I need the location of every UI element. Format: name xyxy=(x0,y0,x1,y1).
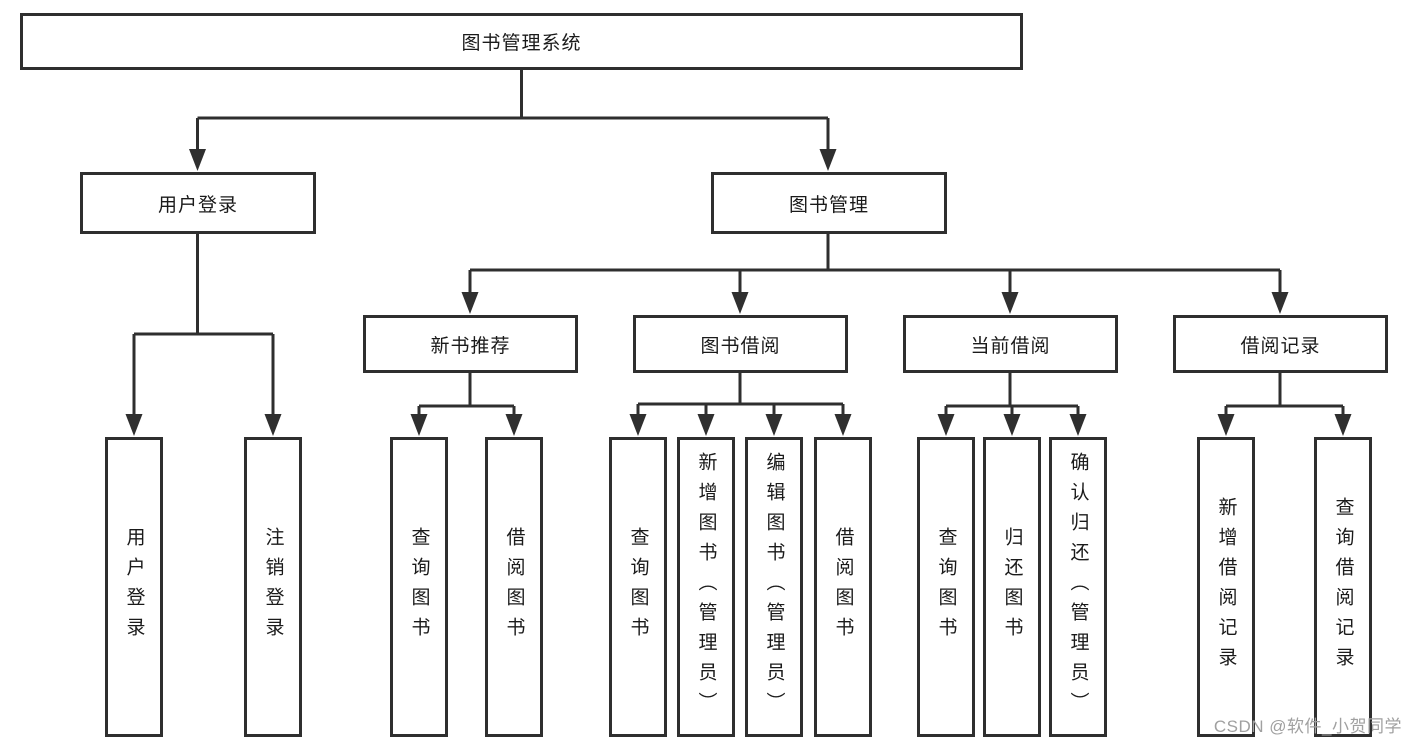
leaf-return-books: 归还图书 xyxy=(983,437,1041,737)
arrowhead-icon xyxy=(1271,292,1289,314)
leaf-query-borrow-record: 查询借阅记录 xyxy=(1314,437,1372,737)
node-new-book-recommend: 新书推荐 xyxy=(363,315,578,373)
node-current-borrowing: 当前借阅 xyxy=(903,315,1118,373)
watermark: CSDN @软件_小贺同学 xyxy=(1213,717,1402,736)
arrowhead-icon xyxy=(1334,414,1352,436)
leaf-add-books-admin: 新增图书（管理员） xyxy=(677,437,735,737)
arrowhead-icon xyxy=(125,414,143,436)
arrowhead-icon xyxy=(1069,414,1087,436)
leaf-query-books-recommend: 查询图书 xyxy=(390,437,448,737)
arrowhead-icon xyxy=(410,414,428,436)
arrowhead-icon xyxy=(461,292,479,314)
arrowhead-icon xyxy=(765,414,783,436)
node-book-borrowing: 图书借阅 xyxy=(633,315,848,373)
arrowhead-icon xyxy=(1003,414,1021,436)
node-library-management-system: 图书管理系统 xyxy=(20,13,1023,70)
node-label: 借阅记录 xyxy=(1240,335,1321,357)
leaf-query-books-current: 查询图书 xyxy=(917,437,975,737)
node-label: 图书借阅 xyxy=(700,335,781,357)
leaf-confirm-return-admin: 确认归还（管理员） xyxy=(1049,437,1107,737)
node-label: 图书管理 xyxy=(788,194,869,216)
arrowhead-icon xyxy=(1001,292,1019,314)
arrowhead-icon xyxy=(937,414,955,436)
arrowhead-icon xyxy=(629,414,647,436)
leaf-borrow-books-borrowing: 借阅图书 xyxy=(814,437,872,737)
node-book-management: 图书管理 xyxy=(711,172,947,234)
leaf-borrow-books-recommend: 借阅图书 xyxy=(485,437,543,737)
arrowhead-icon xyxy=(834,414,852,436)
node-user-login: 用户登录 xyxy=(80,172,316,234)
arrowhead-icon xyxy=(1217,414,1235,436)
arrowhead-icon xyxy=(264,414,282,436)
arrowhead-icon xyxy=(189,149,206,171)
leaf-edit-books-admin: 编辑图书（管理员） xyxy=(745,437,803,737)
leaf-query-books-borrowing: 查询图书 xyxy=(609,437,667,737)
arrowhead-icon xyxy=(731,292,749,314)
leaf-add-borrow-record: 新增借阅记录 xyxy=(1197,437,1255,737)
node-label: 用户登录 xyxy=(157,194,238,216)
leaf-user-login: 用户登录 xyxy=(105,437,163,737)
arrowhead-icon xyxy=(819,149,837,171)
node-borrowing-records: 借阅记录 xyxy=(1173,315,1388,373)
leaf-logout: 注销登录 xyxy=(244,437,302,737)
arrowhead-icon xyxy=(505,414,523,436)
node-label: 图书管理系统 xyxy=(461,33,582,54)
node-label: 新书推荐 xyxy=(430,335,511,357)
arrowhead-icon xyxy=(697,414,715,436)
node-label: 当前借阅 xyxy=(970,335,1051,357)
